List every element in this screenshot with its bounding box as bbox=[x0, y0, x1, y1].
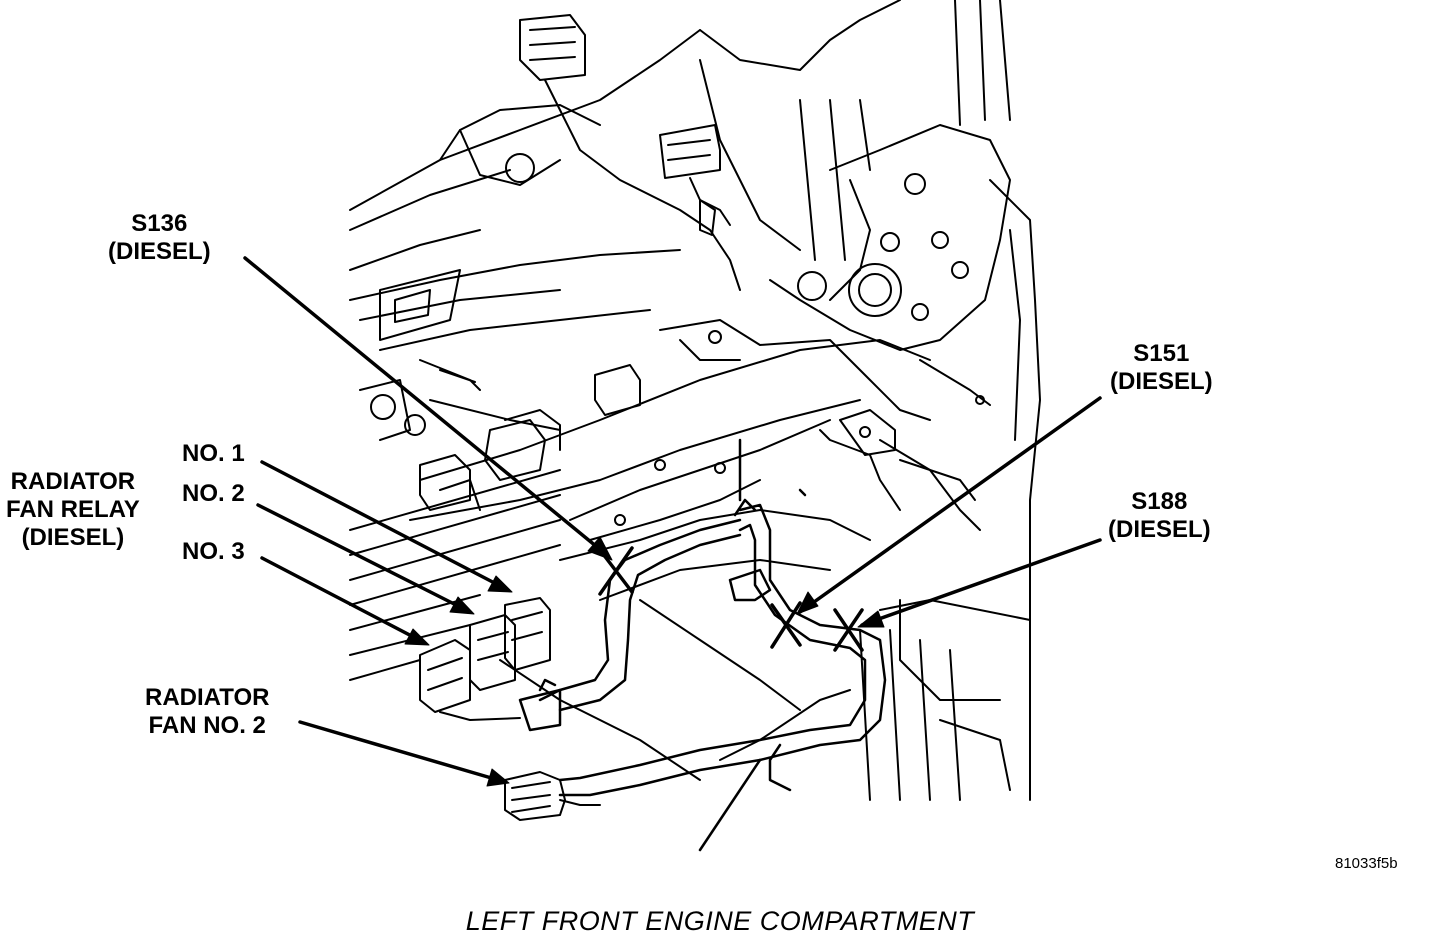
arrow-no1 bbox=[260, 460, 510, 592]
arrow-s188 bbox=[860, 538, 1102, 627]
label-no2: NO. 2 bbox=[182, 480, 245, 507]
label-radiator-fan-relay: RADIATOR FAN RELAY (DIESEL) bbox=[6, 468, 140, 552]
figure-caption: LEFT FRONT ENGINE COMPARTMENT bbox=[465, 906, 975, 936]
arrowheads bbox=[404, 536, 885, 787]
label-s136: S136 (DIESEL) bbox=[108, 210, 211, 266]
label-s151-line1: S151 bbox=[1133, 340, 1190, 367]
figure-id: 81033f5b bbox=[1335, 855, 1398, 872]
arrow-no2 bbox=[256, 503, 472, 614]
label-s151: S151 (DIESEL) bbox=[1110, 340, 1213, 396]
arrow-s151 bbox=[798, 396, 1102, 614]
arrow-radiator-fan-no2 bbox=[298, 720, 507, 784]
radiator-fan-no2-connector bbox=[504, 771, 601, 821]
label-radiator-fan-relay-line2: FAN RELAY bbox=[6, 496, 140, 523]
body-outline bbox=[349, 0, 1041, 801]
arrow-no3 bbox=[260, 556, 427, 645]
label-s188-line1: S188 bbox=[1131, 488, 1188, 515]
arrow-s136 bbox=[243, 256, 610, 558]
label-radiator-fan-no2: RADIATOR FAN NO. 2 bbox=[145, 684, 269, 740]
label-no3: NO. 3 bbox=[182, 538, 245, 565]
label-radiator-fan-no2-line2: FAN NO. 2 bbox=[148, 712, 266, 739]
upper-harness bbox=[519, 14, 741, 291]
label-radiator-fan-relay-line1: RADIATOR bbox=[10, 468, 136, 495]
label-s136-line1: S136 bbox=[131, 210, 188, 237]
label-s188-line2: (DIESEL) bbox=[1108, 516, 1211, 543]
relay-no1 bbox=[504, 597, 551, 671]
label-radiator-fan-relay-line3: (DIESEL) bbox=[21, 524, 125, 551]
label-radiator-fan-no2-line1: RADIATOR bbox=[145, 684, 270, 711]
wiring-harness bbox=[518, 438, 887, 852]
splice-s188-mark bbox=[833, 608, 864, 652]
label-s136-line2: (DIESEL) bbox=[108, 238, 211, 265]
leader-arrows bbox=[243, 256, 1102, 784]
relay-no3 bbox=[419, 639, 471, 713]
label-no1: NO. 1 bbox=[182, 440, 245, 467]
label-s151-line2: (DIESEL) bbox=[1110, 368, 1213, 395]
label-s188: S188 (DIESEL) bbox=[1108, 488, 1211, 544]
fan-relays bbox=[419, 597, 551, 721]
splice-s151-mark bbox=[770, 601, 802, 649]
